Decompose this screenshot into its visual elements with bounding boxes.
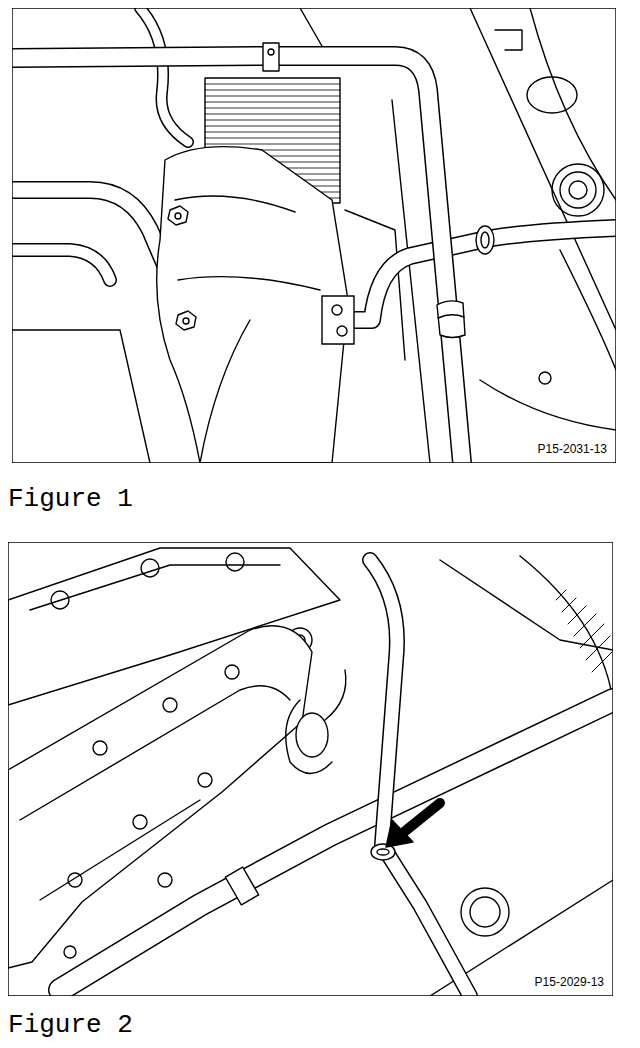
small-hose <box>140 8 188 142</box>
sensor <box>325 670 346 720</box>
body-panel <box>569 181 587 199</box>
hose-line <box>322 296 354 344</box>
sensor <box>286 700 332 774</box>
exhaust-manifold <box>163 698 177 712</box>
main-pipe <box>268 49 274 55</box>
sensor <box>296 713 328 757</box>
figure-frame <box>8 542 613 996</box>
exhaust-manifold <box>200 320 250 463</box>
body-panel <box>539 372 551 384</box>
label-holder: P15-2031-13 <box>533 441 612 457</box>
exhaust-manifold <box>175 213 181 219</box>
left-tubes <box>12 190 180 463</box>
left-tubes <box>12 190 180 300</box>
left-tubes <box>12 250 110 280</box>
exhaust-manifold <box>176 311 196 330</box>
main-pipe <box>437 301 465 338</box>
pipe-with-clamp <box>370 560 470 996</box>
lower-pipe <box>60 700 613 990</box>
exhaust-manifold <box>158 873 172 887</box>
exhaust-manifold <box>68 873 82 887</box>
figure-two-art <box>8 542 613 996</box>
body-panel <box>520 556 613 700</box>
cylinder-head <box>51 591 69 609</box>
pointer-arrow <box>404 803 440 832</box>
exhaust-manifold <box>157 147 348 463</box>
main-pipe <box>263 43 279 71</box>
label-holder: Figure 1 <box>8 484 133 514</box>
body-panel <box>560 172 596 208</box>
hose-line <box>476 226 494 254</box>
pointer-arrow <box>386 803 440 847</box>
exhaust-manifold <box>133 815 147 829</box>
figure-caption: Figure 1 <box>8 484 133 514</box>
body-panel <box>527 77 577 113</box>
cylinder-head <box>141 559 159 577</box>
hose-line <box>337 326 347 336</box>
exhaust-manifold <box>225 665 239 679</box>
exhaust-manifold <box>40 800 200 900</box>
main-pipe <box>12 56 462 463</box>
left-tubes <box>12 190 180 300</box>
exhaust-manifold <box>64 946 76 958</box>
lower-pipe <box>225 867 258 905</box>
lower-pipe <box>60 700 613 990</box>
sensor <box>286 670 346 774</box>
lower-pipe <box>60 700 613 990</box>
figure-code: P15-2029-13 <box>530 974 609 990</box>
left-tubes <box>12 330 150 463</box>
exhaust-manifold <box>168 206 188 225</box>
exhaust-manifold <box>93 741 107 755</box>
label-holder: P15-2029-13 <box>530 974 609 990</box>
cylinder-head <box>30 565 280 610</box>
figure-one-art <box>12 8 616 463</box>
small-hose <box>140 8 188 142</box>
exhaust-manifold <box>178 277 320 290</box>
main-pipe <box>12 43 465 463</box>
body-panel <box>495 30 522 50</box>
exhaust-manifold <box>20 686 290 820</box>
body-panel <box>480 380 616 430</box>
small-hose <box>140 8 188 142</box>
pipe-with-clamp <box>370 560 470 996</box>
body-panel <box>470 8 616 330</box>
main-pipe <box>12 56 462 463</box>
body-panel <box>470 897 500 927</box>
body-panel <box>552 164 604 216</box>
hose-line <box>481 232 489 248</box>
label-holder: Figure 2 <box>8 1010 133 1040</box>
figure-caption: Figure 2 <box>8 1010 133 1040</box>
figure-code: P15-2031-13 <box>533 441 612 457</box>
body-panel <box>461 888 509 936</box>
pipe-with-clamp <box>370 560 470 996</box>
hose-line <box>332 305 342 315</box>
cylinder-head <box>226 553 244 571</box>
main-pipe <box>438 315 464 318</box>
body-panel <box>440 560 613 650</box>
exhaust-manifold <box>183 318 189 324</box>
body-panel <box>560 250 616 370</box>
exhaust-manifold <box>157 147 348 463</box>
hose-line <box>322 226 616 344</box>
exhaust-manifold <box>198 773 212 787</box>
left-tubes <box>12 250 110 280</box>
pointer-arrow <box>386 820 413 847</box>
pipe-with-clamp <box>377 849 389 855</box>
figure-frame <box>12 8 616 463</box>
exhaust-manifold <box>175 196 295 212</box>
body-panel <box>556 590 612 672</box>
